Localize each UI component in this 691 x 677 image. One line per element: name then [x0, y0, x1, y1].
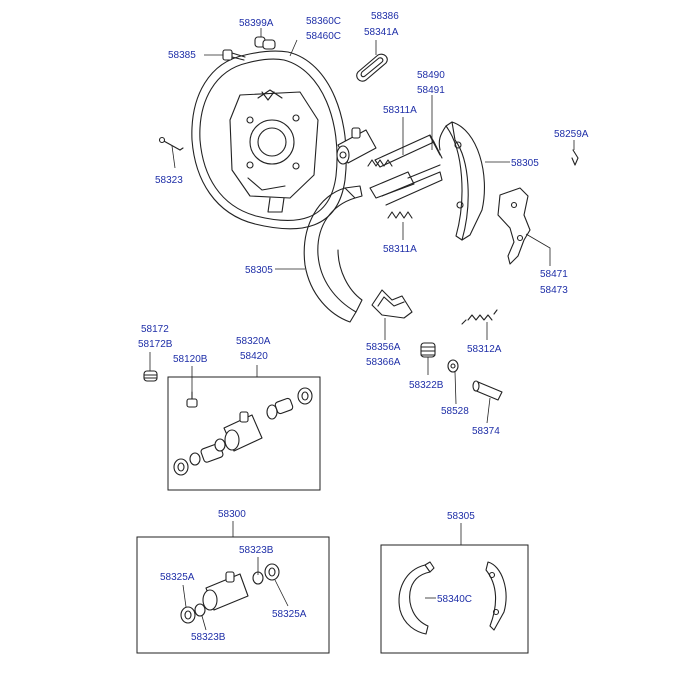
lever-58471 — [497, 187, 531, 265]
brake-shoe-left — [303, 185, 363, 323]
wheel-cylinder-plate — [336, 127, 377, 165]
pin-58374 — [472, 380, 503, 401]
label-58311A-bottom: 58311A — [383, 244, 417, 255]
backing-plate — [191, 50, 347, 230]
clip-58259A — [571, 149, 579, 166]
pin-58323 — [158, 136, 184, 151]
label-58385: 58385 — [168, 50, 196, 61]
label-58460C: 58460C — [306, 31, 341, 42]
label-58366A: 58366A — [366, 357, 401, 368]
brake-shoe-kit-58305 — [398, 561, 507, 635]
label-58305-box: 58305 — [447, 511, 475, 522]
label-58528: 58528 — [441, 406, 469, 417]
label-58323B-bottom: 58323B — [191, 632, 226, 643]
label-58320A: 58320A — [236, 336, 271, 347]
brake-shoe-right — [438, 121, 485, 241]
label-58360C: 58360C — [306, 16, 341, 27]
bleeder-58172 — [143, 370, 158, 382]
wheel-cylinder-kit-58320A — [173, 387, 313, 476]
spring-58312A — [461, 309, 498, 325]
label-58305-right: 58305 — [511, 158, 539, 169]
label-58300: 58300 — [218, 509, 246, 520]
kit-box-58320A — [167, 376, 321, 491]
label-58120B: 58120B — [173, 354, 208, 365]
leader-lines — [149, 28, 575, 631]
label-58399A: 58399A — [239, 18, 274, 29]
label-58386: 58386 — [371, 11, 399, 22]
spring-58311A-lower — [387, 211, 413, 219]
spring-clip-58356A — [371, 289, 413, 319]
label-58356A: 58356A — [366, 342, 401, 353]
label-58420: 58420 — [240, 351, 268, 362]
label-58312A: 58312A — [467, 344, 502, 355]
label-58325A-right: 58325A — [272, 609, 307, 620]
wheel-cylinder-58300 — [180, 563, 280, 624]
label-58325A-left: 58325A — [160, 572, 195, 583]
label-58491: 58491 — [417, 85, 445, 96]
label-58374: 58374 — [472, 426, 500, 437]
adjuster-58490 — [369, 134, 443, 206]
label-58341A: 58341A — [364, 27, 399, 38]
label-58172B: 58172B — [138, 339, 173, 350]
label-58259A: 58259A — [554, 129, 589, 140]
label-58473: 58473 — [540, 285, 568, 296]
washer-58528 — [447, 359, 459, 373]
label-58172: 58172 — [141, 324, 169, 335]
label-58311A-top: 58311A — [383, 105, 417, 116]
bushing-58399A — [254, 36, 276, 50]
label-58323B-top: 58323B — [239, 545, 274, 556]
label-58322B: 58322B — [409, 380, 444, 391]
label-58305-left: 58305 — [245, 265, 273, 276]
spring-58322B — [420, 342, 436, 358]
label-58323: 58323 — [155, 175, 183, 186]
label-58490: 58490 — [417, 70, 445, 81]
label-58471: 58471 — [540, 269, 568, 280]
bolt-58385 — [222, 49, 246, 61]
label-58340C: 58340C — [437, 594, 472, 605]
oring-58386 — [356, 53, 388, 82]
spring-58311A-upper — [367, 159, 393, 167]
kit-box-58305 — [380, 544, 529, 654]
screw-58120B — [186, 391, 198, 408]
